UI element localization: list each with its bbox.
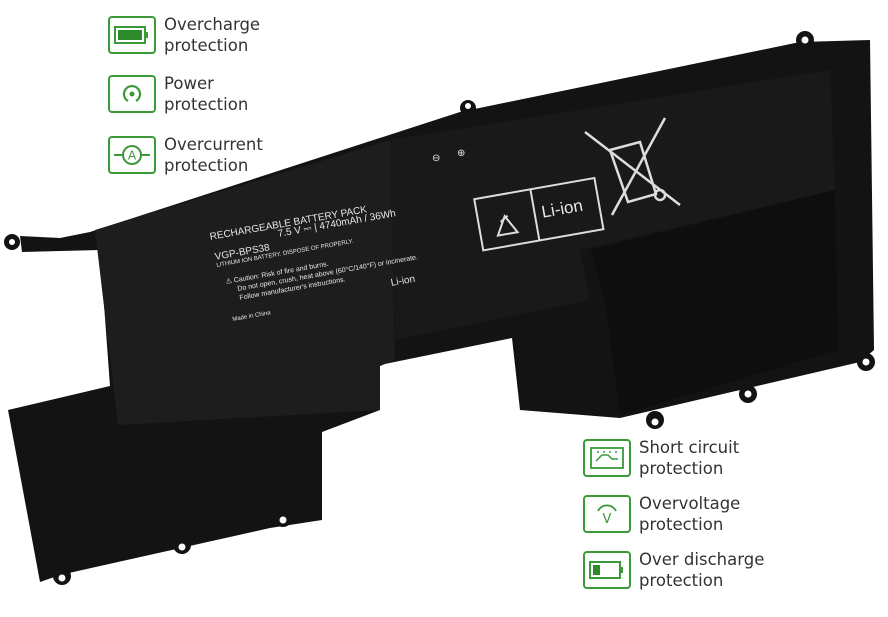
recycle-icon [496, 214, 520, 237]
terminal-minus: ⊖ [432, 153, 441, 164]
crossed-bin-icon [584, 117, 681, 216]
battery-full-icon [114, 26, 148, 44]
ammeter-icon: A [114, 145, 150, 165]
recycle-badge [473, 176, 605, 252]
voltmeter-icon: V [597, 504, 617, 527]
circuit-board-icon [590, 447, 624, 469]
power-icon [122, 84, 142, 102]
right-panel [390, 70, 835, 340]
svg-text:A: A [128, 149, 137, 163]
battery-low-icon [589, 561, 623, 579]
label-panel [95, 140, 395, 425]
svg-text:V: V [603, 512, 612, 527]
terminal-plus: ⊕ [457, 148, 466, 159]
